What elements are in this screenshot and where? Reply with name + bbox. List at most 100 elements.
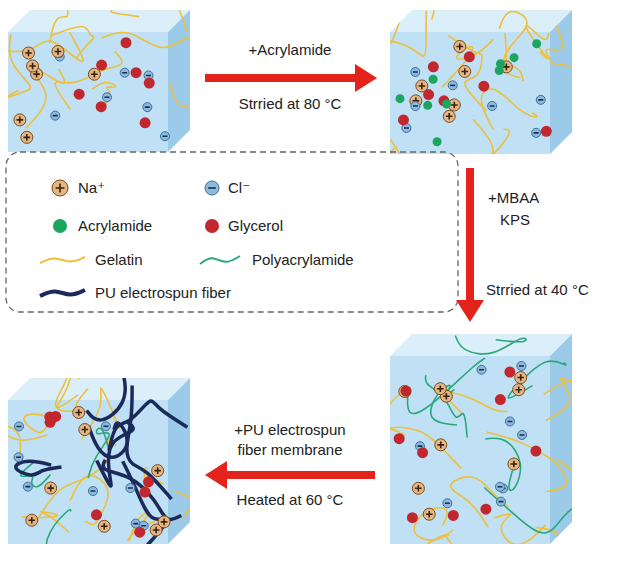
glycerol-molecule xyxy=(74,89,85,100)
process-label: Strried at 80 °C xyxy=(239,94,342,114)
glycerol-molecule xyxy=(401,386,412,397)
minus-sign xyxy=(450,85,455,87)
plus-sign xyxy=(91,71,98,78)
minus-sign xyxy=(520,434,525,436)
pu-fiber xyxy=(120,461,167,561)
plus-sign xyxy=(55,48,62,55)
minus-sign xyxy=(498,501,503,503)
sodium-ion xyxy=(515,372,527,384)
minus-sign xyxy=(418,445,423,447)
sodium-ion xyxy=(21,131,33,143)
plus-sign xyxy=(28,517,35,524)
plus-sign xyxy=(437,442,444,449)
hydrogel-cube xyxy=(299,334,624,561)
plus-sign xyxy=(17,117,24,124)
cube-side xyxy=(550,10,572,154)
legend-label: Na⁺ xyxy=(78,178,105,198)
process-label: +Acrylamide xyxy=(249,40,332,60)
minus-sign xyxy=(479,369,484,371)
pu-fiber xyxy=(16,461,62,475)
plus-sign xyxy=(153,527,160,534)
gelatin-chain xyxy=(375,139,407,175)
acrylamide-molecule xyxy=(423,101,432,110)
glycerol-molecule xyxy=(398,114,409,125)
chloride-ion xyxy=(488,101,497,110)
plus-sign xyxy=(517,374,524,381)
plus-sign xyxy=(419,83,426,90)
sodium-ion xyxy=(52,45,64,57)
glycerol-molecule xyxy=(464,51,475,62)
sodium-ion xyxy=(27,60,39,72)
process-arrows xyxy=(205,64,484,489)
minus-sign xyxy=(534,132,539,134)
minus-sign xyxy=(141,525,146,527)
minus-sign xyxy=(128,487,133,489)
pu-fiber xyxy=(109,401,187,451)
minus-sign xyxy=(490,105,495,107)
minus-sign xyxy=(413,71,418,73)
acrylamide-molecule xyxy=(396,94,405,103)
sodium-ion xyxy=(79,424,91,436)
chloride-ion xyxy=(102,93,111,102)
gelatin-chain xyxy=(55,51,122,109)
gelatin-chain xyxy=(473,119,509,166)
minus-sign xyxy=(208,187,216,189)
gelatin-chain xyxy=(26,68,65,128)
chloride-ion xyxy=(495,482,504,491)
gelatin-chain xyxy=(50,0,88,43)
glycerol-molecule xyxy=(530,446,541,457)
plus-sign xyxy=(446,113,453,120)
chloride-ion xyxy=(51,111,60,120)
minus-sign xyxy=(17,426,22,428)
gelatin-chain xyxy=(367,393,408,437)
plus-sign xyxy=(154,467,161,474)
hydrogel-cube xyxy=(1,329,213,561)
gelatin-chain xyxy=(0,32,83,62)
arrow-head xyxy=(205,461,227,489)
chloride-ion xyxy=(88,487,97,496)
minus-sign xyxy=(519,365,524,367)
glycerol-molecule xyxy=(121,37,132,48)
cube-top xyxy=(8,10,190,32)
plus-sign xyxy=(511,461,518,468)
glycerol-molecule xyxy=(504,367,515,378)
legend-label: Acrylamide xyxy=(78,216,152,236)
plus-sign xyxy=(461,68,468,75)
process-label: +PU electrospun fiber membrane xyxy=(220,420,360,460)
plus-sign xyxy=(426,511,433,518)
glycerol-molecule xyxy=(407,512,418,523)
legend-line xyxy=(40,290,85,296)
process-label: Strried at 40 °C xyxy=(486,280,589,300)
legend-swatches xyxy=(40,180,240,296)
minus-sign xyxy=(497,486,502,488)
gelatin-chain xyxy=(52,26,94,59)
sodium-ion xyxy=(443,110,455,122)
minus-sign xyxy=(103,426,108,428)
polyacrylamide-chain xyxy=(508,361,566,398)
minus-sign xyxy=(445,502,450,504)
gelatin-chain xyxy=(391,1,435,44)
gelatin-chain xyxy=(384,10,427,56)
glycerol-molecule xyxy=(478,81,489,92)
gelatin-chain xyxy=(526,26,549,59)
chloride-ion xyxy=(160,132,169,141)
glycerol-molecule xyxy=(394,433,405,444)
plus-sign xyxy=(101,523,108,530)
gelatin-chain xyxy=(56,355,89,412)
acrylamide-molecule xyxy=(496,59,505,68)
sodium-ion xyxy=(88,68,100,80)
glycerol-molecule xyxy=(45,417,56,428)
sodium-ion xyxy=(14,114,26,126)
cube-top xyxy=(390,334,572,356)
legend-swatch xyxy=(53,219,67,233)
glycerol-molecule xyxy=(428,61,439,72)
minus-sign xyxy=(404,127,409,129)
sodium-ion xyxy=(399,386,411,398)
plus-sign xyxy=(75,409,82,416)
polyacrylamide-chain xyxy=(17,510,70,561)
sodium-ion xyxy=(152,465,164,477)
sodium-ion xyxy=(508,458,520,470)
sodium-ion xyxy=(459,65,471,77)
plus-sign xyxy=(47,485,54,492)
cube-top xyxy=(8,378,190,400)
